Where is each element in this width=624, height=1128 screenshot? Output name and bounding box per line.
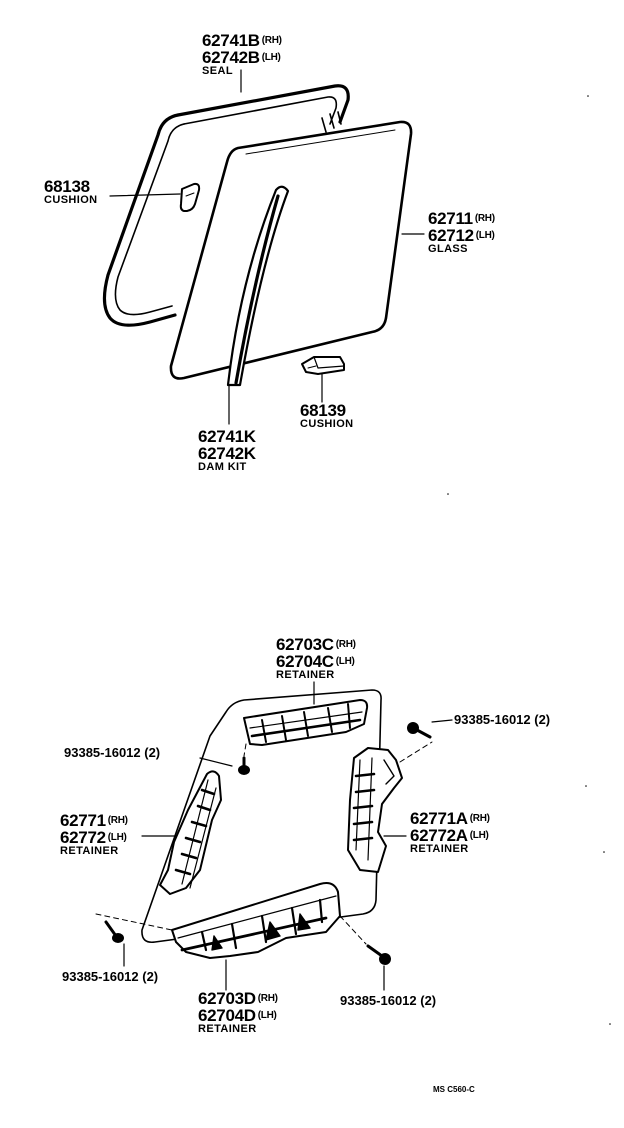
glass-panel [169, 120, 413, 380]
glass-part-rh: 62711 [428, 209, 473, 228]
glass-suffix-lh: (LH) [475, 230, 495, 241]
cushion-68138-part: 68138 [44, 177, 90, 196]
seal-outline [102, 84, 350, 327]
retainer-bottom-part-lh: 62704D [198, 1006, 256, 1025]
retainer-top-shape [243, 699, 369, 746]
retainer-bottom-name: RETAINER [198, 1023, 257, 1035]
retainer-top-part-rh: 62703C [276, 635, 334, 654]
bolt-bottom-left-callout: 93385-16012 (2) [62, 969, 159, 984]
glass-part-lh: 62712 [428, 226, 474, 245]
bolt-top-right-callout: 93385-16012 (2) [454, 712, 551, 727]
dam-kit-name: DAM KIT [198, 461, 247, 473]
retainer-bottom-part-rh: 62703D [198, 989, 256, 1008]
retainer-bottom-suffix-lh: (LH) [257, 1010, 277, 1021]
retainer-left-part-rh: 62771 [60, 811, 106, 830]
dam-kit-callout: 62741K 62742K DAM KIT [198, 428, 256, 473]
retainer-right-callout: 62771A(RH) 62772A(LH) RETAINER [410, 810, 490, 855]
cushion-68138-name: CUSHION [44, 194, 98, 206]
bolt-bottom-left-shape [104, 920, 124, 943]
cushion-68139-shape [301, 356, 345, 375]
cushion-68138-shape [179, 182, 201, 212]
seal-suffix-rh: (RH) [261, 35, 282, 46]
figure-code: MS C560-C [433, 1085, 475, 1094]
retainer-top-suffix-lh: (LH) [335, 656, 355, 667]
dam-kit-part-b: 62742K [198, 444, 256, 463]
retainer-bottom-suffix-rh: (RH) [257, 993, 278, 1004]
cushion-68139-name: CUSHION [300, 418, 354, 430]
seal-name: SEAL [202, 65, 233, 77]
retainer-left-suffix-lh: (LH) [107, 832, 127, 843]
glass-name: GLASS [428, 243, 468, 255]
retainer-bottom-callout: 62703D(RH) 62704D(LH) RETAINER [198, 990, 278, 1035]
dam-kit-strip [226, 185, 290, 387]
retainer-top-callout: 62703C(RH) 62704C(LH) RETAINER [276, 636, 356, 681]
retainer-right-part-rh: 62771A [410, 809, 468, 828]
retainer-left-part-lh: 62772 [60, 828, 106, 847]
seal-suffix-lh: (LH) [261, 52, 281, 63]
dam-kit-part-a: 62741K [198, 427, 256, 446]
cushion-68138-callout: 68138 CUSHION [44, 178, 98, 206]
seal-part-lh: 62742B [202, 48, 260, 67]
lower-leader-lines [123, 681, 453, 991]
bolt-bottom-right-callout: 93385-16012 (2) [340, 993, 437, 1008]
back-glass-outline [141, 689, 382, 944]
retainer-right-part-lh: 62772A [410, 826, 468, 845]
retainer-left-suffix-rh: (RH) [107, 815, 128, 826]
bolt-top-left-callout: 93385-16012 (2) [64, 745, 161, 760]
dashed-guides [95, 741, 433, 945]
scan-specks [447, 95, 611, 1025]
seal-callout: 62741B(RH) 62742B(LH) SEAL [202, 32, 282, 77]
retainer-right-suffix-rh: (RH) [469, 813, 490, 824]
bolt-top-left-shape [238, 756, 250, 775]
retainer-right-suffix-lh: (LH) [469, 830, 489, 841]
retainer-right-shape [347, 747, 403, 873]
retainer-left-callout: 62771(RH) 62772(LH) RETAINER [60, 812, 128, 857]
upper-leader-lines [109, 69, 425, 425]
retainer-bottom-shape [171, 882, 341, 959]
retainer-left-shape [159, 770, 222, 895]
bolt-bottom-right-shape [366, 944, 391, 965]
retainer-right-name: RETAINER [410, 843, 469, 855]
retainer-top-part-lh: 62704C [276, 652, 334, 671]
cushion-68139-callout: 68139 CUSHION [300, 402, 354, 430]
retainer-left-name: RETAINER [60, 845, 119, 857]
bolt-top-right-shape [407, 722, 432, 739]
glass-suffix-rh: (RH) [474, 213, 495, 224]
retainer-top-name: RETAINER [276, 669, 335, 681]
seal-part-rh: 62741B [202, 31, 260, 50]
glass-callout: 62711(RH) 62712(LH) GLASS [428, 210, 495, 255]
retainer-top-suffix-rh: (RH) [335, 639, 356, 650]
cushion-68139-part: 68139 [300, 401, 346, 420]
